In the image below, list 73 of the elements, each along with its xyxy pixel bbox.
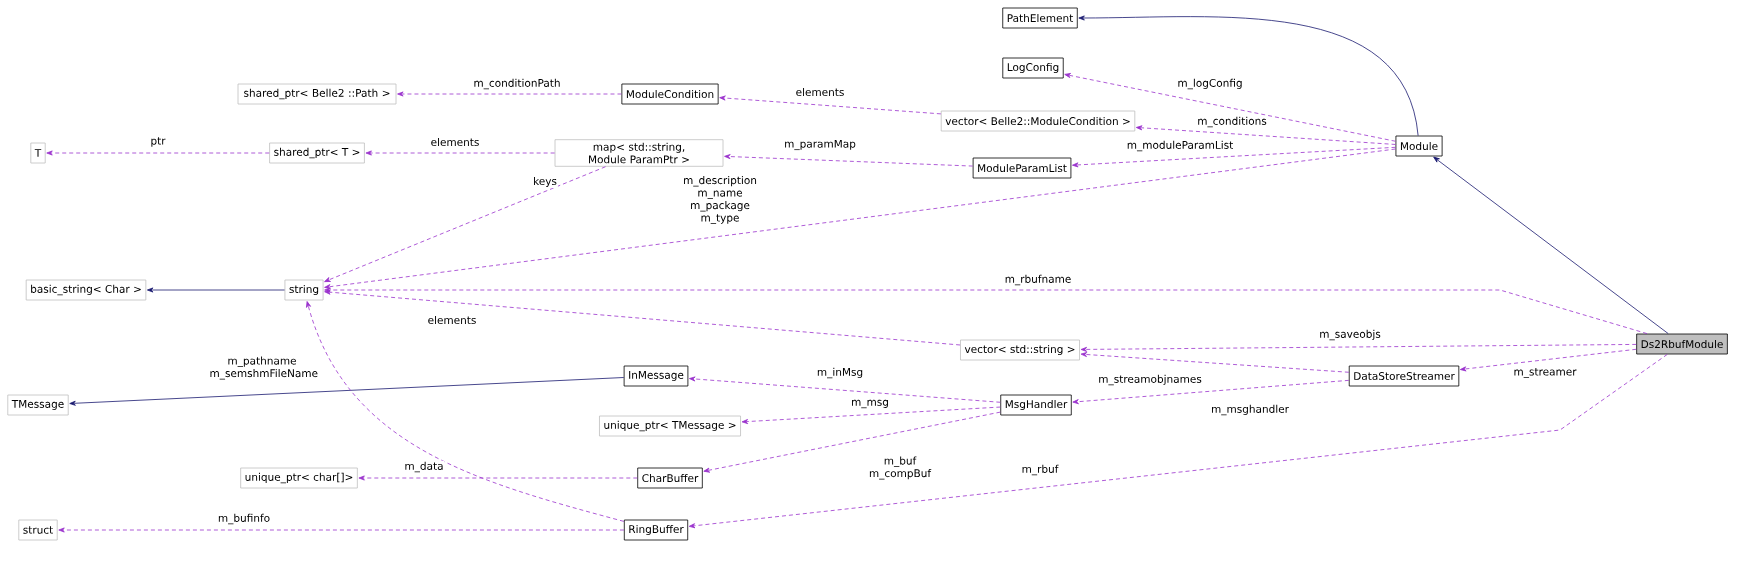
edge-label: elements bbox=[429, 136, 481, 148]
class-box: DataStoreStreamer bbox=[1348, 365, 1460, 387]
class-box: T bbox=[30, 142, 46, 164]
edge-label: m_data bbox=[403, 460, 445, 474]
edge-label: m_msghandler bbox=[1210, 403, 1290, 417]
arrow bbox=[741, 406, 1001, 425]
edge-label: m_streamer bbox=[1512, 367, 1578, 379]
edge-label: m_rbuf bbox=[1020, 463, 1060, 477]
class-box: MsgHandler bbox=[1000, 394, 1072, 416]
arrow bbox=[689, 376, 1001, 403]
class-box: InMessage bbox=[623, 365, 689, 387]
arrow bbox=[1135, 125, 1396, 145]
class-box: vector< std::string > bbox=[960, 339, 1080, 361]
edge-label: elements bbox=[426, 314, 478, 326]
class-box: vector< Belle2::ModuleCondition > bbox=[940, 110, 1136, 132]
class-box: struct bbox=[18, 519, 58, 541]
edge-label: m_bufinfo bbox=[216, 512, 272, 526]
class-box: LogConfig bbox=[1002, 57, 1064, 79]
edge-label: m_logConfig bbox=[1176, 77, 1244, 91]
class-box: CharBuffer bbox=[637, 467, 703, 489]
arrow bbox=[1064, 73, 1396, 142]
edge-label: m_pathname m_semshmFileName bbox=[208, 355, 318, 381]
arrow bbox=[1078, 15, 1419, 136]
arrow bbox=[1459, 348, 1637, 372]
class-box: ModuleParamList bbox=[972, 157, 1072, 179]
class-box: TMessage bbox=[7, 394, 69, 416]
arrow bbox=[365, 150, 555, 156]
arrow bbox=[147, 287, 285, 293]
arrow bbox=[69, 377, 625, 406]
edge-label: m_msg bbox=[850, 398, 890, 410]
edge-label: m_saveobjs bbox=[1318, 328, 1382, 342]
arrow bbox=[324, 166, 606, 283]
arrow bbox=[1072, 146, 1396, 168]
edge-label: ptr bbox=[149, 136, 167, 148]
edge-label: m_paramMap bbox=[783, 138, 857, 152]
class-box: basic_string< Char > bbox=[25, 279, 147, 301]
class-box: map< std::string, Module ParamPtr > bbox=[554, 139, 724, 167]
edge-label: m_conditionPath bbox=[472, 77, 562, 91]
arrow bbox=[1072, 379, 1350, 405]
arrow bbox=[358, 475, 638, 481]
arrow bbox=[1433, 156, 1669, 334]
class-box: PathElement bbox=[1002, 7, 1078, 29]
class-box: shared_ptr< T > bbox=[269, 142, 365, 164]
edge-label: m_description m_name m_package m_type bbox=[674, 175, 766, 225]
arrow bbox=[703, 411, 1001, 473]
class-box: Ds2RbufModule bbox=[1636, 333, 1728, 355]
arrow bbox=[1080, 352, 1350, 373]
class-box: unique_ptr< TMessage > bbox=[599, 415, 741, 437]
arrow bbox=[724, 154, 974, 167]
arrow bbox=[46, 150, 270, 156]
arrow bbox=[1080, 344, 1637, 352]
edge-label: m_conditions bbox=[1196, 115, 1268, 129]
edge-label: m_inMsg bbox=[815, 366, 865, 380]
class-box: string bbox=[284, 279, 324, 301]
arrow bbox=[324, 287, 1648, 334]
edge-label: m_buf m_compBuf bbox=[864, 455, 936, 481]
class-box: ModuleCondition bbox=[621, 83, 719, 105]
edge-label: elements bbox=[794, 86, 846, 98]
class-box: RingBuffer bbox=[623, 519, 689, 541]
arrow bbox=[688, 354, 1668, 529]
edge-label: m_rbufname bbox=[1003, 273, 1073, 287]
arrow bbox=[324, 148, 1396, 290]
class-box: Module bbox=[1395, 135, 1443, 157]
arrow bbox=[306, 301, 625, 522]
class-box: shared_ptr< Belle2 ::Path > bbox=[237, 83, 397, 105]
arrow bbox=[324, 289, 961, 346]
arrow bbox=[397, 91, 622, 97]
arrow bbox=[58, 527, 625, 533]
arrow bbox=[719, 95, 942, 115]
class-box: unique_ptr< char[]> bbox=[240, 467, 358, 489]
edge-label: keys bbox=[532, 175, 558, 189]
edge-label: m_moduleParamList bbox=[1125, 139, 1235, 153]
edge-label: m_streamobjnames bbox=[1097, 373, 1203, 387]
